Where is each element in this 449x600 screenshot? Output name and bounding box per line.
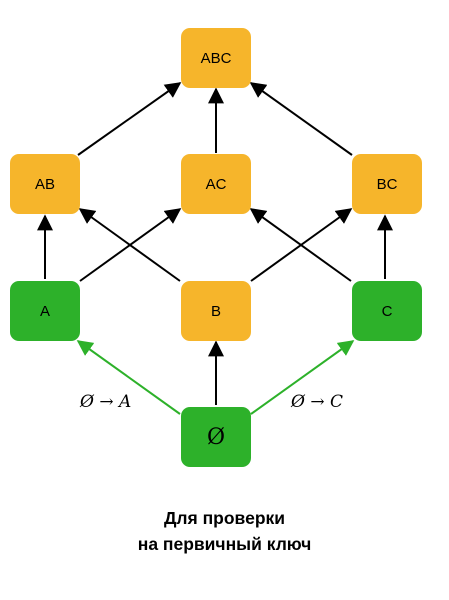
node-bc-label: BC: [376, 175, 398, 193]
node-empty-set-label: Ø: [206, 424, 226, 450]
node-a: A: [10, 281, 80, 341]
node-b: B: [181, 281, 251, 341]
node-ab-label: AB: [34, 175, 55, 193]
node-empty-set: Ø: [181, 407, 251, 467]
node-bc: BC: [352, 154, 422, 214]
arrow-ab-to-abc: [77, 82, 182, 156]
node-b-label: B: [210, 302, 221, 320]
edge-label-empty-to-c: Ø → C: [291, 392, 343, 412]
node-abc-label: ABC: [200, 49, 232, 67]
caption-line-1: Для проверки: [163, 508, 286, 528]
node-ac-label: AC: [205, 175, 227, 193]
arrow-b-to-ab: [78, 208, 181, 282]
node-ac: AC: [181, 154, 251, 214]
caption-line-2: на первичный ключ: [137, 534, 312, 554]
node-a-label: A: [39, 302, 50, 320]
node-c-label: C: [381, 302, 393, 320]
node-abc: ABC: [181, 28, 251, 88]
node-c: C: [352, 281, 422, 341]
edge-label-empty-to-a: Ø → A: [80, 392, 132, 412]
arrow-bc-to-abc: [249, 82, 353, 156]
arrow-empty-to-c: [250, 340, 355, 415]
node-ab: AB: [10, 154, 80, 214]
arrow-c-to-ac: [249, 208, 352, 282]
arrow-empty-to-a: [76, 340, 181, 415]
